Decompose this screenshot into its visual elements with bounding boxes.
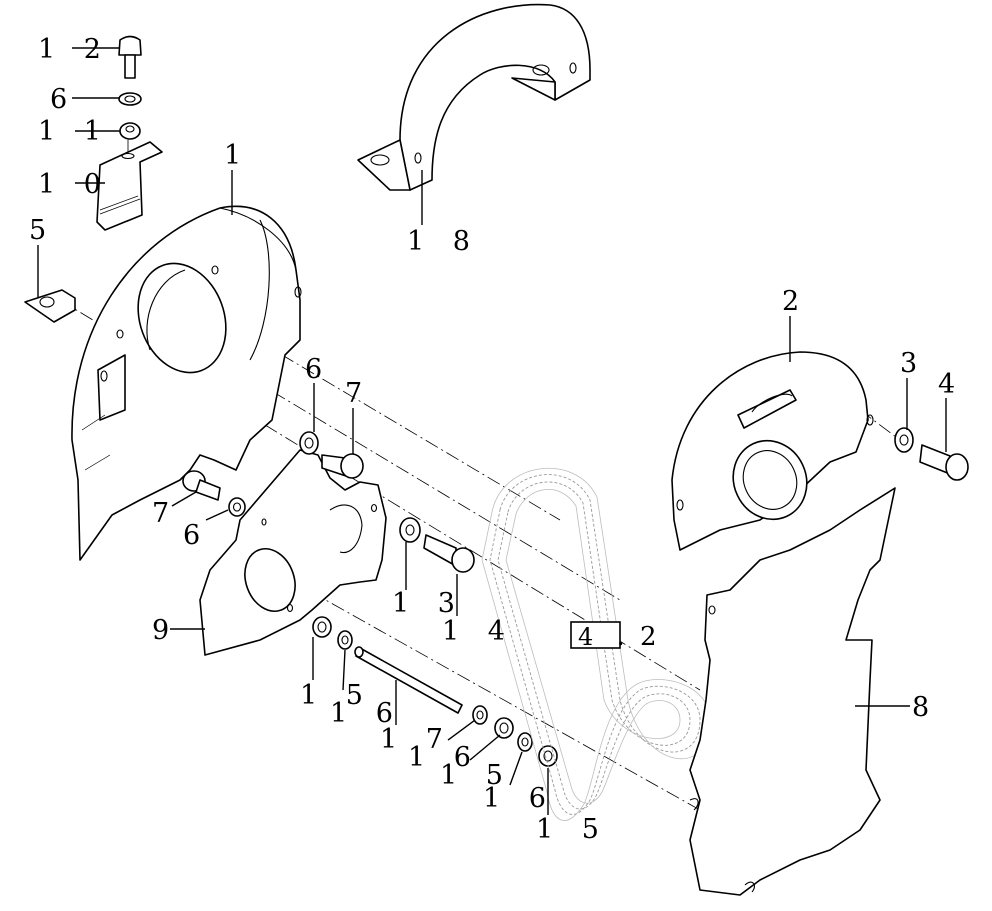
washer-13 — [399, 517, 421, 543]
callout-18: 1 8 — [407, 226, 480, 257]
callout-6-mid: 6 — [305, 354, 332, 385]
callout-11: 1 1 — [38, 116, 111, 147]
front-cover-2 — [671, 351, 874, 551]
callout-15-right: 1 5 — [536, 814, 609, 845]
callout-6-lower: 6 — [183, 520, 210, 551]
washer-3 — [894, 427, 914, 453]
arch-guard-18 — [357, 3, 591, 191]
pin-16 — [354, 646, 463, 714]
callout-17: 1 7 — [380, 724, 453, 755]
plate-9 — [199, 449, 387, 656]
washer-15-left — [337, 630, 353, 650]
bracket-10 — [96, 141, 163, 231]
callout-1: 1 — [224, 140, 251, 171]
callout-3: 3 — [900, 348, 927, 379]
callout-6-top: 6 — [50, 84, 77, 115]
reference-suffix: 2 — [640, 622, 667, 652]
cover-1 — [71, 205, 302, 561]
bushing-15-right — [494, 717, 514, 739]
callout-12: 1 2 — [38, 34, 111, 65]
washer-6-mid — [299, 431, 319, 455]
bolt-7-upper — [321, 453, 364, 479]
callout-10: 1 0 — [38, 169, 111, 200]
callout-15-mid: 1 5 — [440, 760, 513, 791]
reference-4-2: 4 . 2 — [570, 621, 667, 652]
bracket-5 — [24, 289, 76, 323]
bolt-7-lower — [182, 470, 221, 501]
callout-7-lower: 7 — [152, 498, 179, 529]
bolt-14 — [423, 534, 475, 573]
washer-16-far — [517, 732, 533, 752]
callout-13: 1 3 — [392, 588, 465, 619]
callout-16-mid: 1 6 — [408, 742, 481, 773]
callout-16-right: 1 6 — [483, 783, 556, 814]
bolt-4 — [919, 444, 969, 481]
washer-6-lower-left — [228, 497, 246, 517]
callout-5: 5 — [29, 215, 56, 246]
bolt-12 — [118, 35, 142, 79]
bushing-15-left — [312, 616, 332, 638]
callout-8: 8 — [912, 692, 939, 723]
nut-11 — [119, 122, 141, 140]
callout-14: 1 4 — [442, 616, 515, 647]
gasket-8 — [689, 487, 896, 896]
reference-box-text: 4 . — [578, 623, 633, 651]
callout-9: 9 — [152, 615, 179, 646]
callout-4: 4 — [938, 369, 965, 400]
washer-6-top — [118, 92, 142, 106]
callout-7-upper: 7 — [345, 378, 372, 409]
callout-15-left: 1 5 — [300, 680, 373, 711]
callout-2: 2 — [782, 286, 809, 317]
callout-labels: 1 2 6 1 1 1 0 1 5 1 8 2 3 4 6 7 7 6 1 3 … — [29, 34, 965, 845]
washer-16-right — [472, 705, 488, 725]
callout-16-left: 1 6 — [330, 698, 403, 729]
leader-lines — [37, 47, 947, 815]
